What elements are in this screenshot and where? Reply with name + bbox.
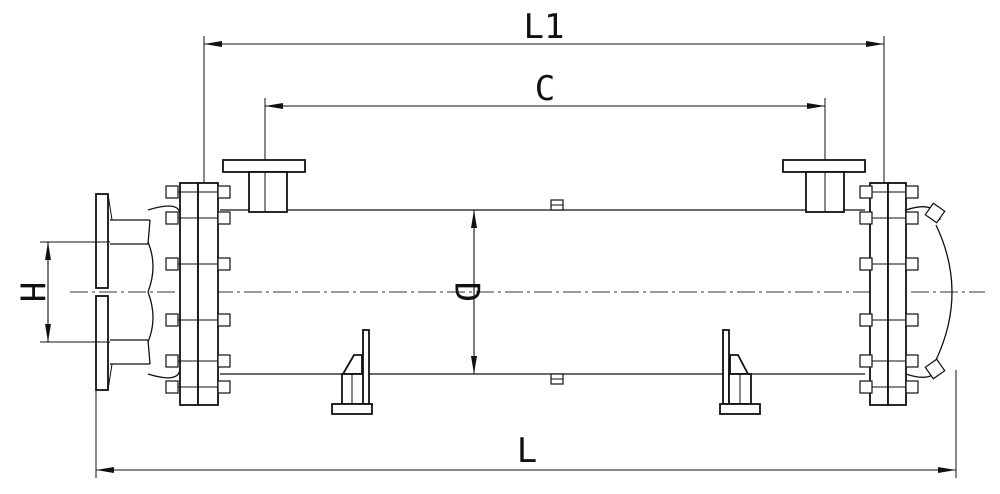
left-flange-bolts <box>165 185 231 394</box>
vent-fitting <box>550 199 564 211</box>
dimension-label-h: H <box>12 282 52 302</box>
dimension-l1 <box>203 36 885 183</box>
dimension-l <box>95 370 957 478</box>
dimension-label-l1: L1 <box>524 7 565 47</box>
right-flange-bolts <box>859 185 919 394</box>
right-saddle-support <box>719 329 761 415</box>
left-saddle-support <box>331 329 373 415</box>
dimension-label-c: C <box>535 69 555 109</box>
dimension-label-d: D <box>447 282 487 302</box>
right-nozzle <box>782 159 866 213</box>
dimension-h <box>40 241 110 343</box>
dimension-c <box>264 98 826 160</box>
dimension-label-l: L <box>517 431 537 471</box>
dimension-d <box>471 210 477 374</box>
shell <box>220 209 865 375</box>
left-channel-head <box>95 182 219 406</box>
drain-fitting <box>550 373 564 385</box>
left-nozzle <box>222 159 306 213</box>
right-channel-head <box>869 182 953 406</box>
